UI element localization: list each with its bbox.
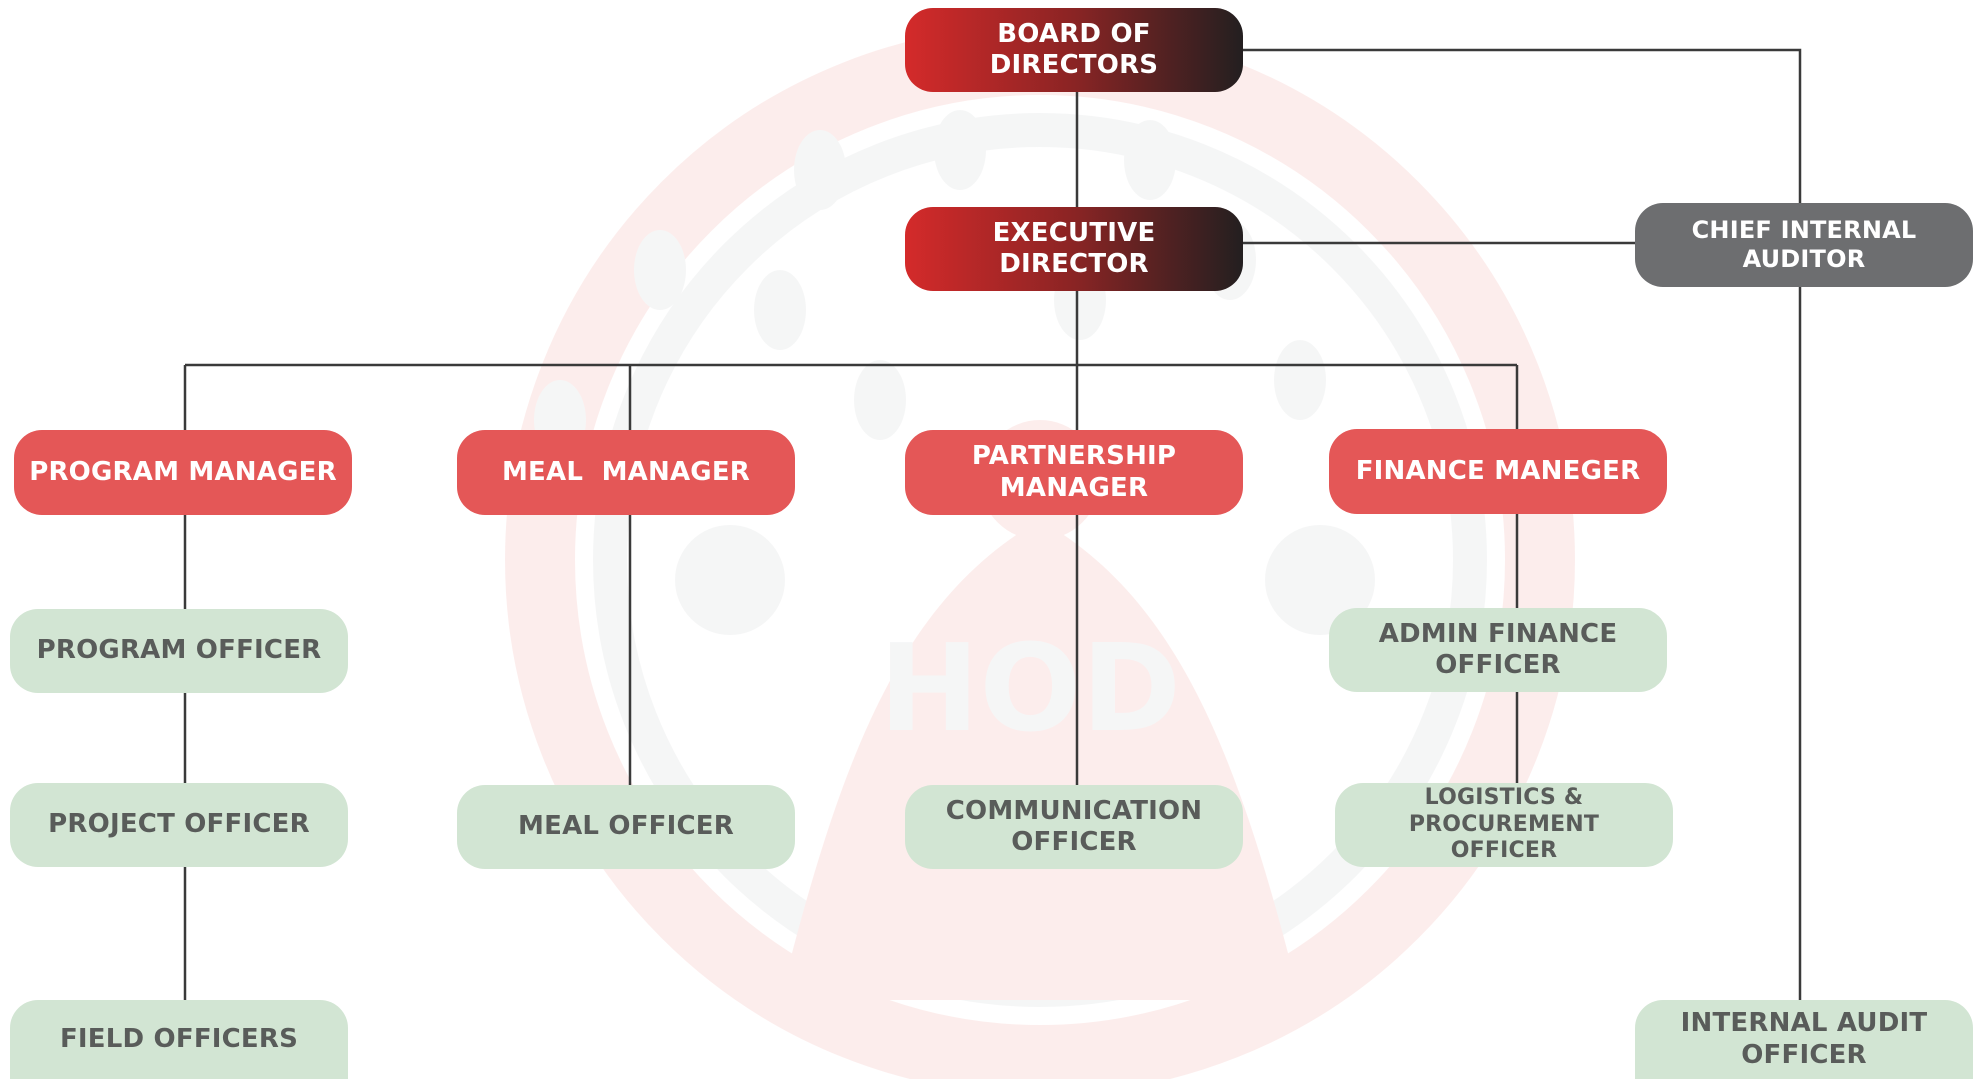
executive-director-node: EXECUTIVE DIRECTOR — [905, 207, 1243, 291]
watermark-leaf — [1274, 340, 1326, 420]
program-manager-node: PROGRAM MANAGER — [14, 430, 352, 515]
admin-finance-officer-node: ADMIN FINANCE OFFICER — [1329, 608, 1667, 692]
watermark-figure-right — [1265, 525, 1375, 635]
meal-manager-node: MEAL MANAGER — [457, 430, 795, 515]
board-of-directors-node: BOARD OF DIRECTORS — [905, 8, 1243, 92]
watermark-logo-text: HOD — [879, 620, 1181, 759]
finance-manager-node: FINANCE MANEGER — [1329, 429, 1667, 514]
watermark-leaf — [754, 270, 806, 350]
watermark-inner-ring — [593, 113, 1487, 1007]
meal-officer-node: MEAL OFFICER — [457, 785, 795, 869]
watermark-leaf — [934, 110, 986, 190]
line-board-to-chief-auditor — [1243, 48, 1802, 203]
watermark-leaf — [1124, 120, 1176, 200]
watermark-leaf — [794, 130, 846, 210]
internal-audit-officer-node: INTERNAL AUDIT OFFICER — [1635, 1000, 1973, 1079]
watermark-leaf — [634, 230, 686, 310]
watermark-leaf — [854, 360, 906, 440]
partnership-manager-node: PARTNERSHIP MANAGER — [905, 430, 1243, 515]
logistics-procurement-officer-node: LOGISTICS & PROCUREMENT OFFICER — [1335, 783, 1673, 867]
watermark-hand-shape — [780, 520, 1300, 1000]
watermark-figure-left — [675, 525, 785, 635]
program-officer-node: PROGRAM OFFICER — [10, 609, 348, 693]
field-officers-node: FIELD OFFICERS — [10, 1000, 348, 1079]
communication-officer-node: COMMUNICATION OFFICER — [905, 785, 1243, 869]
chief-internal-auditor-node: CHIEF INTERNAL AUDITOR — [1635, 203, 1973, 287]
project-officer-node: PROJECT OFFICER — [10, 783, 348, 867]
